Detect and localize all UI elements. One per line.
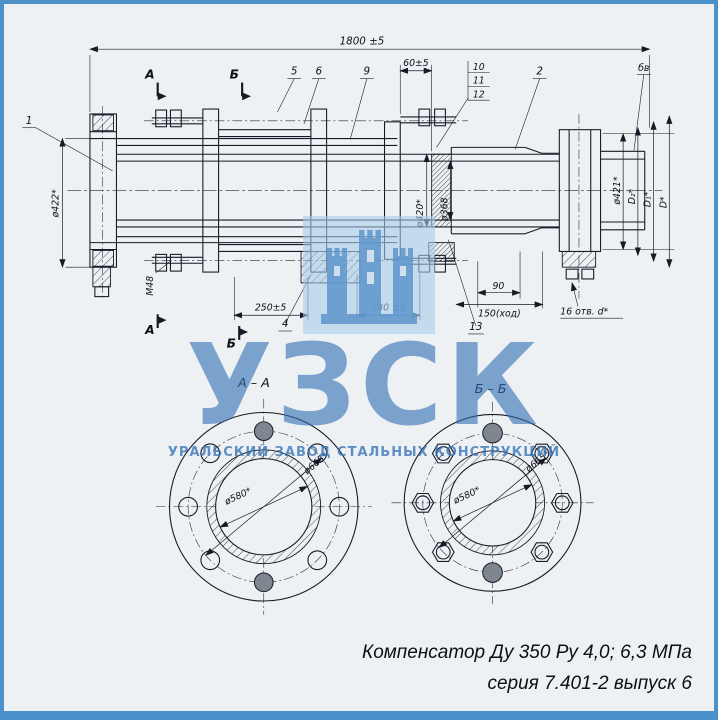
dim-180: 180 ±5 (371, 302, 406, 313)
left-flange (89, 113, 117, 298)
callout-10: 10 (473, 62, 485, 73)
section-a-bottom: А (144, 323, 155, 337)
view-aa-title: А – А (237, 376, 270, 391)
dim-dia421: ø421* (612, 176, 623, 205)
section-marks: А А Б Б (144, 68, 251, 351)
callout-6: 6 (315, 66, 322, 78)
callout-4: 4 (282, 318, 289, 330)
right-pipe (450, 146, 560, 235)
callout-bv: бв (638, 63, 649, 74)
callout-1: 1 (26, 115, 33, 127)
dim-150: 150(ход) (478, 308, 521, 319)
callout-5: 5 (291, 66, 298, 78)
callout-11: 11 (473, 76, 485, 87)
technical-drawing: 1800 ±5 60±5 ø422* ø420* ø368 ø421* D₂* (22, 35, 675, 615)
main-view (67, 106, 663, 299)
dim-d1: D₁* (643, 191, 654, 207)
dim-overall: 1800 ±5 (340, 35, 385, 47)
packing-section (300, 153, 455, 284)
caption-line-2: серия 7.401-2 выпуск 6 (487, 673, 692, 694)
dim-90: 90 (493, 281, 505, 292)
dim-dia422: ø422* (51, 189, 62, 218)
right-flange (558, 129, 602, 280)
part-callouts: 1 5 6 9 10 11 12 2 (22, 60, 651, 335)
callout-12: 12 (473, 89, 485, 100)
dim-250: 250±5 (255, 302, 287, 313)
view-bb-title: Б – Б (475, 382, 507, 397)
callout-2: 2 (536, 66, 543, 78)
section-view-aa: А – А ø665* ø580* (155, 376, 372, 615)
caption: Компенсатор Ду 350 Ру 4,0; 6,3 МПа серия… (362, 637, 692, 699)
dim-d2: D₂* (627, 188, 638, 204)
dim-dia368: ø368 (439, 197, 450, 222)
dim-60: 60±5 (403, 58, 429, 69)
section-a-top: А (144, 68, 155, 82)
dimensions: 1800 ±5 60±5 ø422* ø420* ø368 ø421* D₂* (51, 35, 675, 321)
callout-13: 13 (469, 321, 482, 333)
dim-d: D* (658, 196, 669, 208)
dim-16-holes: 16 отв. d* (560, 306, 608, 317)
section-b-bottom: Б (227, 337, 236, 351)
dim-dia420: ø420* (415, 199, 426, 228)
section-view-bb: Б – Б (391, 382, 594, 604)
callout-9: 9 (364, 66, 371, 78)
dim-m48: М48 (145, 276, 156, 296)
section-b-top: Б (230, 68, 239, 82)
caption-line-1: Компенсатор Ду 350 Ру 4,0; 6,3 МПа (362, 642, 692, 663)
callout-10-11-12: 10 11 12 (436, 60, 490, 148)
